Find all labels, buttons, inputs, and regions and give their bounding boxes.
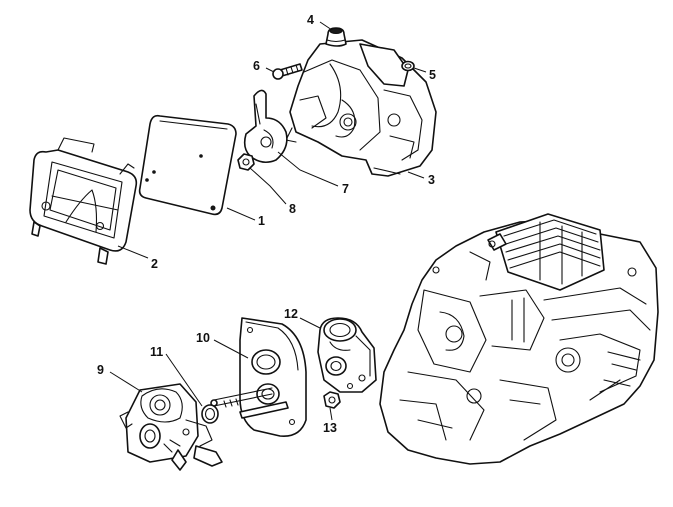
fastener (323, 391, 341, 409)
flange (210, 317, 307, 437)
nut (237, 153, 255, 171)
o-ring (401, 60, 415, 72)
callout-2: 2 (151, 257, 158, 271)
callout-labels: 1 2 3 4 5 6 7 8 9 10 11 12 13 (97, 13, 436, 435)
flange-o-ring (201, 404, 219, 424)
screw (272, 63, 303, 80)
callout-9: 9 (97, 363, 104, 377)
carburetor (119, 383, 223, 471)
callout-12: 12 (284, 307, 298, 321)
intake-manifold (317, 317, 377, 393)
filter-frame (29, 137, 138, 265)
callout-13: 13 (323, 421, 337, 435)
air-filter-plate (138, 114, 237, 216)
callout-1: 1 (258, 214, 265, 228)
leader-lines (109, 21, 427, 421)
grommet (325, 27, 347, 47)
choke-lever (243, 89, 288, 164)
callout-4: 4 (307, 13, 314, 27)
callout-11: 11 (150, 345, 163, 359)
callout-10: 10 (196, 331, 210, 345)
callout-3: 3 (428, 173, 435, 187)
callout-5: 5 (429, 68, 436, 82)
callout-6: 6 (253, 59, 260, 73)
engine-block (379, 213, 659, 465)
callout-7: 7 (342, 182, 349, 196)
shroud-housing (285, 39, 437, 177)
callout-8: 8 (289, 202, 296, 216)
